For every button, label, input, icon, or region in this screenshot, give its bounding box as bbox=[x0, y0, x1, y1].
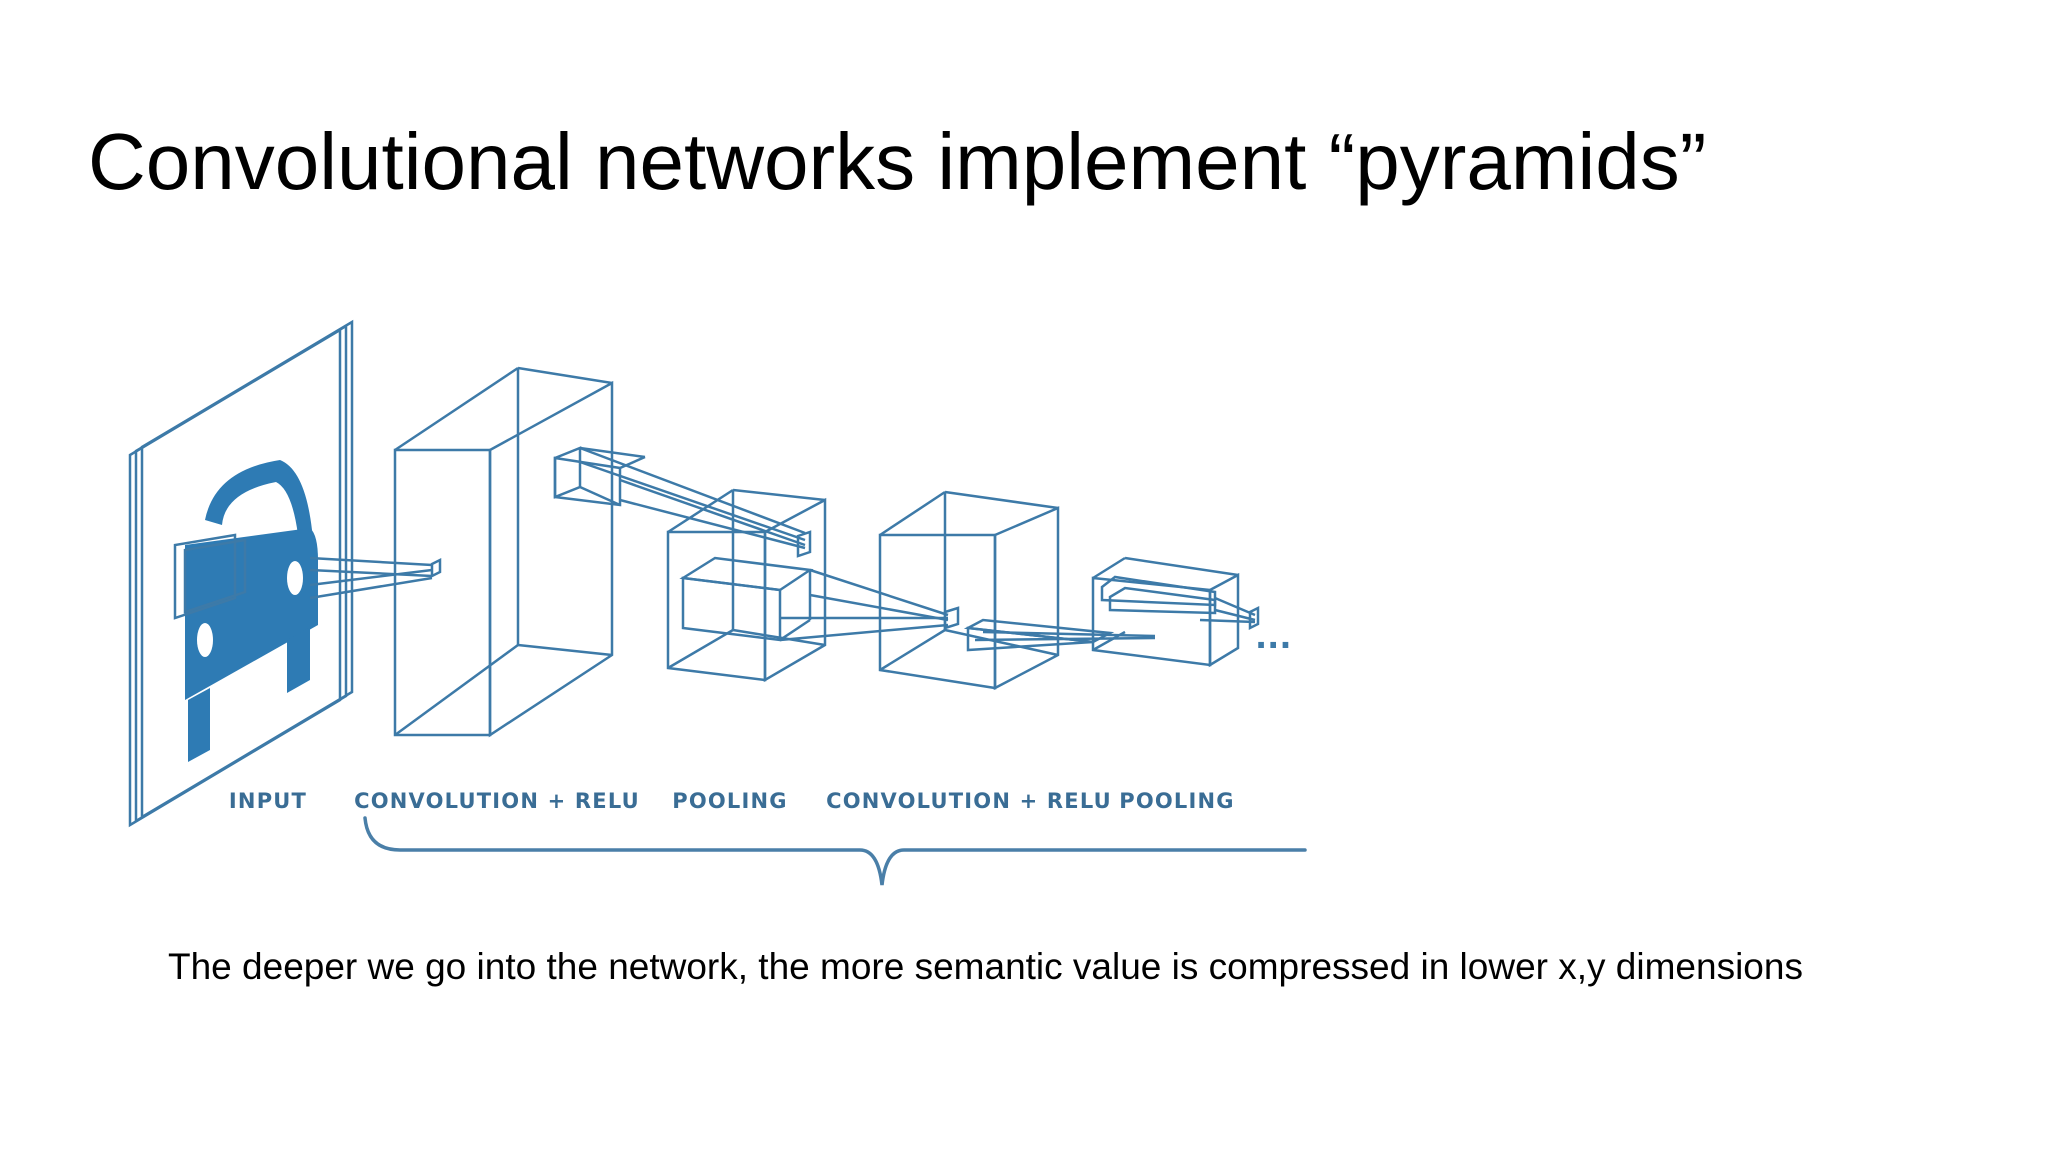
input-receptive-field bbox=[173, 533, 442, 620]
stage-label-pool1: POOLING bbox=[672, 789, 788, 813]
input-image-stack bbox=[128, 319, 354, 828]
stage-label-input: INPUT bbox=[229, 789, 307, 813]
slide-title: Convolutional networks implement “pyrami… bbox=[88, 117, 1707, 206]
stage-label-conv2: CONVOLUTION + RELU bbox=[826, 789, 1112, 813]
car-windows bbox=[197, 561, 303, 657]
conv2-feature-volume bbox=[878, 490, 1156, 691]
stage-label-pool2: POOLING bbox=[1119, 789, 1235, 813]
feature-learning-brace bbox=[363, 816, 1307, 886]
car-icon bbox=[185, 460, 318, 762]
stage-label-conv1: CONVOLUTION + RELU bbox=[354, 789, 640, 813]
continuation-ellipsis: ... bbox=[1255, 618, 1291, 656]
pool1-feature-volume bbox=[666, 488, 960, 683]
conv1-feature-volume bbox=[393, 366, 812, 738]
pool2-feature-volume bbox=[1091, 556, 1260, 668]
slide-caption: The deeper we go into the network, the m… bbox=[168, 946, 1803, 987]
